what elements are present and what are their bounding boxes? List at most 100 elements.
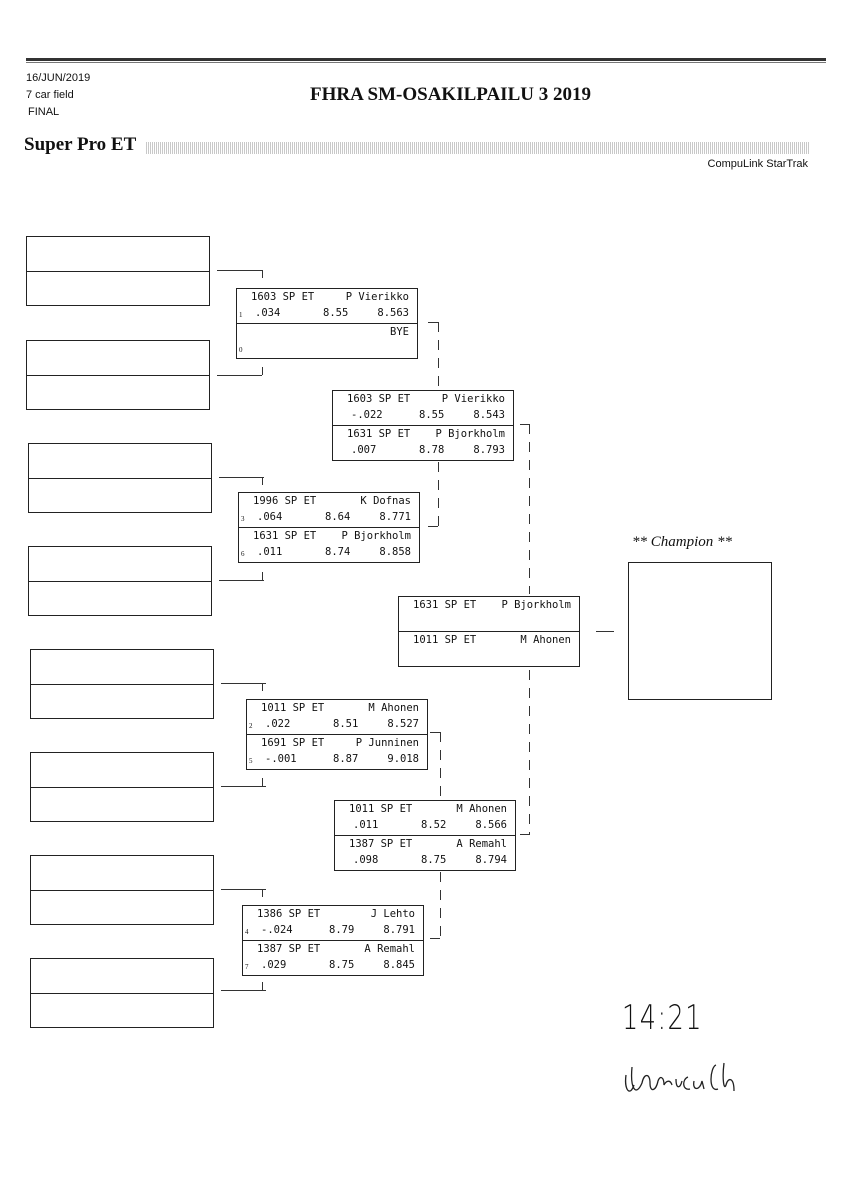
- dial-in: 8.55: [323, 307, 349, 319]
- connector-line: [262, 778, 263, 786]
- elapsed-time: 8.791: [383, 924, 415, 936]
- event-date: 16/JUN/2019: [26, 72, 91, 84]
- car-class: 1691 SP ET: [261, 737, 325, 749]
- entry-box: [26, 236, 210, 306]
- class-title: Super Pro ET: [24, 134, 137, 155]
- elapsed-time: 8.543: [473, 409, 505, 421]
- match-box: 1011 SP ET M Ahonen .011 8.52 8.566 1387 SP E…: [334, 800, 516, 871]
- connector-line: [262, 367, 263, 375]
- dotted-band: [146, 142, 810, 154]
- reaction-time: .011: [257, 546, 283, 558]
- car-class: 1387 SP ET: [349, 838, 413, 850]
- competitor: 1011 SP ET M Ahonen .011 8.52 8.566: [335, 801, 515, 835]
- champion-label: ** Champion **: [632, 534, 733, 550]
- connector-line: [520, 834, 530, 835]
- car-class: 1603 SP ET: [251, 291, 315, 303]
- entry-box-divider: [31, 787, 213, 788]
- entry-box-divider: [29, 581, 211, 582]
- dial-in: 8.55: [419, 409, 445, 421]
- elapsed-time: 8.794: [475, 854, 507, 866]
- entry-box-divider: [29, 478, 211, 479]
- seed-number: 6: [241, 550, 245, 558]
- connector-line: [219, 580, 264, 581]
- connector-line: [262, 572, 263, 580]
- reaction-time: -.022: [351, 409, 383, 421]
- car-class: 1011 SP ET: [413, 634, 477, 646]
- driver-name: J Lehto: [370, 908, 415, 920]
- driver-name: P Bjorkholm: [341, 530, 411, 542]
- driver-name: BYE: [390, 326, 409, 338]
- driver-name: P Vierikko: [345, 291, 409, 303]
- reaction-time: .011: [353, 819, 379, 831]
- connector-line: [430, 732, 440, 733]
- connector-line: [438, 322, 439, 388]
- driver-name: P Bjorkholm: [501, 599, 571, 611]
- connector-line: [440, 872, 441, 938]
- reaction-time: .098: [353, 854, 379, 866]
- connector-line: [221, 786, 266, 787]
- entry-box-divider: [31, 684, 213, 685]
- elapsed-time: 8.845: [383, 959, 415, 971]
- dial-in: 8.78: [419, 444, 445, 456]
- connector-line: [529, 670, 530, 834]
- car-class: 1387 SP ET: [257, 943, 321, 955]
- connector-line: [430, 938, 440, 939]
- connector-line: [221, 990, 266, 991]
- entry-box-divider: [27, 271, 209, 272]
- driver-name: M Ahonen: [368, 702, 419, 714]
- elapsed-time: 8.563: [377, 307, 409, 319]
- car-class: 1631 SP ET: [253, 530, 317, 542]
- driver-name: A Remahl: [364, 943, 415, 955]
- field-size: 7 car field: [26, 89, 74, 101]
- driver-name: M Ahonen: [456, 803, 507, 815]
- car-class: 1011 SP ET: [349, 803, 413, 815]
- reaction-time: .022: [265, 718, 291, 730]
- handwritten-signature: [624, 1062, 735, 1092]
- seed-number: 7: [245, 963, 249, 971]
- driver-name: P Vierikko: [441, 393, 505, 405]
- reaction-time: .007: [351, 444, 377, 456]
- dial-in: 8.79: [329, 924, 355, 936]
- handwritten-time: 14:21: [622, 998, 703, 1038]
- reaction-time: -.001: [265, 753, 297, 765]
- connector-line: [529, 424, 530, 594]
- final-connector: [596, 631, 614, 632]
- brand-label: CompuLink StarTrak: [707, 158, 808, 170]
- connector-line: [262, 270, 263, 278]
- driver-name: K Dofnas: [360, 495, 411, 507]
- car-class: 1631 SP ET: [413, 599, 477, 611]
- reaction-time: -.024: [261, 924, 293, 936]
- car-class: 1011 SP ET: [261, 702, 325, 714]
- connector-line: [520, 424, 530, 425]
- connector-line: [428, 322, 438, 323]
- elapsed-time: 9.018: [387, 753, 419, 765]
- seed-number: 4: [245, 928, 249, 936]
- elapsed-time: 8.566: [475, 819, 507, 831]
- car-class: 1996 SP ET: [253, 495, 317, 507]
- entry-box: [28, 443, 212, 513]
- elapsed-time: 8.793: [473, 444, 505, 456]
- seed-number: 3: [241, 515, 245, 523]
- connector-line: [221, 683, 266, 684]
- entry-box-divider: [31, 993, 213, 994]
- dial-in: 8.64: [325, 511, 351, 523]
- dial-in: 8.52: [421, 819, 447, 831]
- connector-line: [438, 462, 439, 526]
- connector-line: [262, 982, 263, 990]
- driver-name: P Bjorkholm: [435, 428, 505, 440]
- champion-box: [628, 562, 772, 700]
- seed-number: 5: [249, 757, 253, 765]
